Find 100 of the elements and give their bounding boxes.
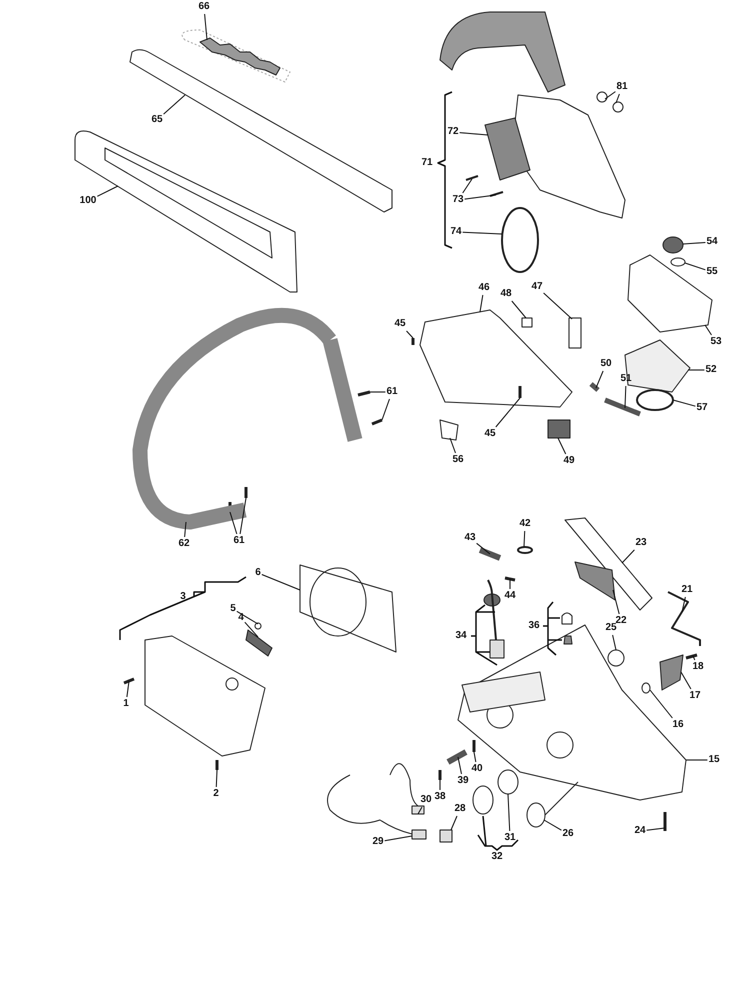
callout-number: 66 [198,1,210,13]
leader-line [216,770,218,788]
leader-line [624,386,626,408]
callout-number: 25 [605,622,617,634]
o-ring [498,770,518,794]
wire-loop [517,546,533,554]
leader-line [96,186,118,197]
screw [490,191,504,197]
bar-cover [74,130,298,292]
callout-number: 23 [635,537,647,549]
leader-line [236,610,258,624]
screw [412,338,414,345]
pin [686,654,698,660]
callout-number: 38 [434,791,446,803]
callout-number: 32 [491,851,503,863]
callout-number: 24 [634,825,646,837]
callout-number: 28 [454,803,466,815]
leader-line [612,590,620,614]
callout-number: 31 [504,832,516,844]
leader-line [462,232,502,234]
callout-number: 43 [464,532,476,544]
callout-number: 61 [386,386,398,398]
washer [612,102,624,112]
callout-number: 34 [455,630,467,642]
callout-number: 48 [500,288,512,300]
leader-line [458,756,462,774]
callout-number: 55 [706,266,718,278]
guide-bar [130,49,392,212]
leader-line [682,242,706,244]
callout-number: 54 [706,236,718,248]
leader-line [680,672,692,690]
screw [664,812,666,831]
o-ring [670,258,686,266]
callout-number: 26 [562,828,574,840]
leader-line [418,806,422,814]
leader-line [544,820,562,831]
callout-number: 6 [255,567,261,579]
callout-number: 50 [600,358,612,370]
callout-number: 16 [672,719,684,731]
screw [466,175,478,181]
leader-line [474,752,476,762]
plug [522,318,532,328]
cable-end [412,806,424,814]
cable-end [412,830,426,840]
screw [216,760,218,770]
callout-number: 29 [372,836,384,848]
leader-line [450,438,456,454]
leader-line [558,438,566,454]
callout-number: 81 [616,81,628,93]
callout-number: 45 [394,318,406,330]
leader-line [646,828,666,831]
trigger [574,562,616,600]
leader-line [508,794,510,832]
callout-number: 49 [563,455,575,467]
cylinder-cover [420,310,572,408]
callout-number: 72 [447,126,459,138]
leader-line [612,634,616,650]
callout-number: 39 [457,775,469,787]
callout-number: 44 [504,590,516,602]
callout-number: 100 [80,195,96,207]
callout-number: 73 [452,194,464,206]
ring [642,682,650,694]
throttle-rod [668,591,701,646]
connector [440,830,452,842]
screw [472,740,476,752]
saw-chain [182,30,290,82]
callout-number: 30 [420,794,432,806]
callout-number: 42 [519,518,531,530]
leader-line [596,370,604,388]
spring [478,547,502,561]
leader-line [704,324,712,336]
leader-line [204,14,208,40]
leader-line [450,816,458,830]
screw [504,576,516,582]
leader-line [464,194,496,200]
callout-number: 46 [478,282,490,294]
leader-line [622,549,635,564]
screw [438,770,442,780]
callout-number: 47 [531,281,543,293]
leader-line [126,680,130,698]
rear-handle [564,518,652,610]
knob [604,398,641,416]
leader-line [163,94,186,115]
leader-line [543,292,572,320]
spring-pin [589,382,600,392]
leader-line [261,574,300,590]
leader-line [244,622,258,638]
screw [123,678,135,684]
starter-grip [246,630,272,656]
callout-number: 17 [689,690,701,702]
callout-number: 2 [213,788,219,800]
leader-line [480,294,484,312]
leader-line [650,690,673,718]
callout-number: 45 [484,428,496,440]
gasket-ring [636,389,674,411]
callout-number: 71 [421,157,433,169]
leader-line [459,132,488,136]
leader-line [511,300,526,318]
screw [358,390,370,396]
plate [484,118,530,180]
